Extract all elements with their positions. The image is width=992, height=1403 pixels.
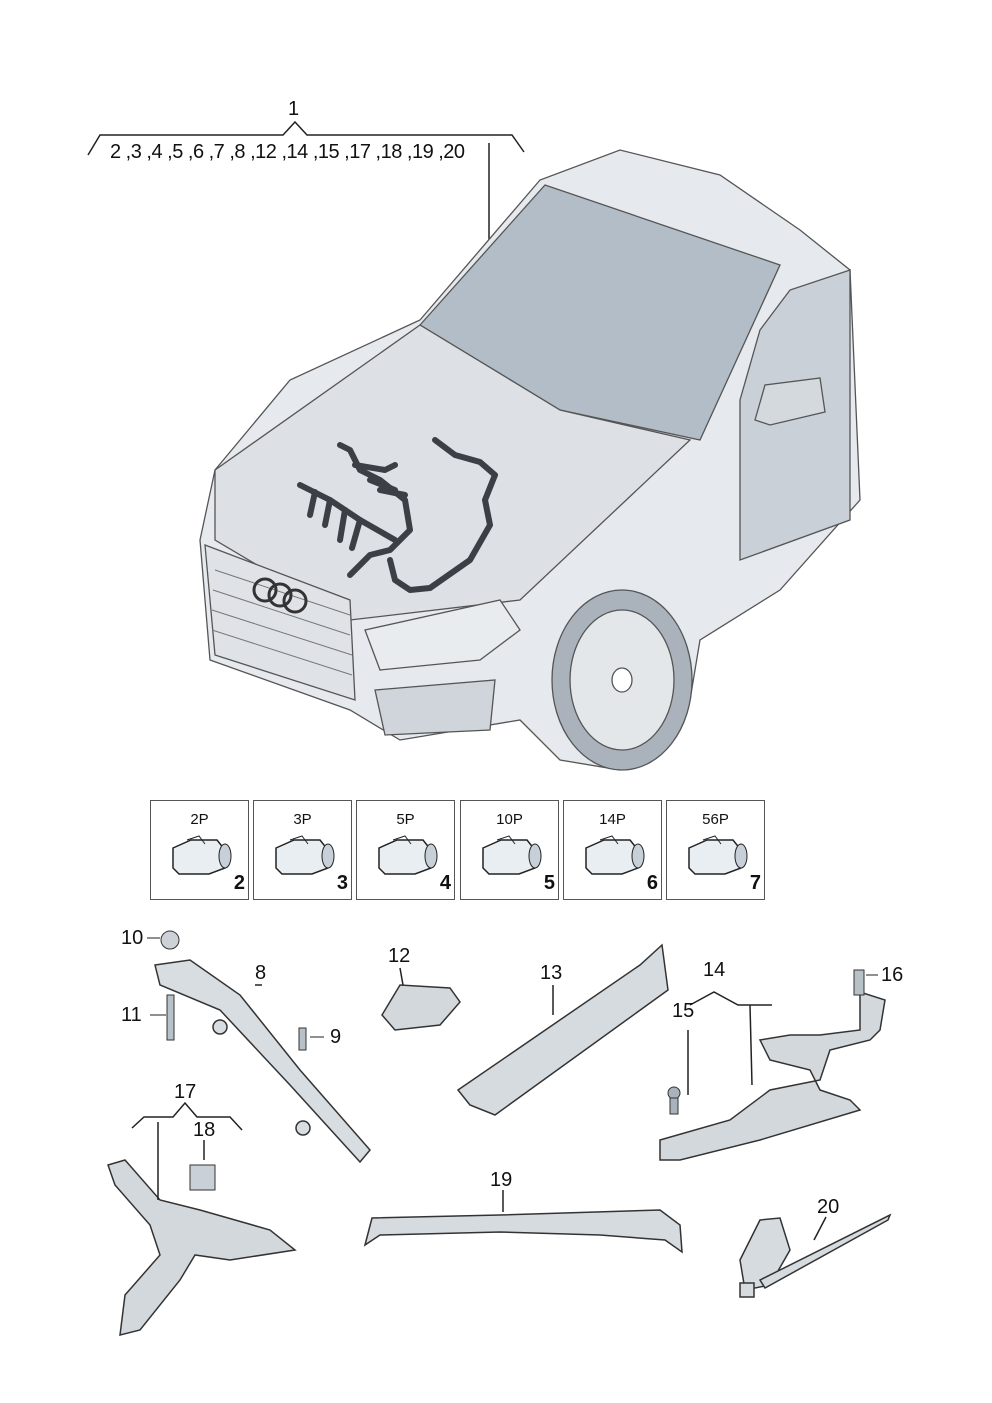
connector-pin-count: 56P [702, 811, 729, 828]
connector-housing-icon [688, 835, 748, 875]
part-18-clip [189, 1164, 216, 1191]
callout-11: 11 [121, 1004, 142, 1026]
part-15-ball-stud [667, 1086, 681, 1115]
callout-1: 1 [288, 98, 300, 120]
connector-number: 2 [233, 872, 245, 894]
connector-pin-count: 3P [293, 811, 312, 828]
callout-14: 14 [703, 959, 726, 981]
part-20-cable-tie [739, 1213, 892, 1298]
wiring-harness [297, 437, 498, 593]
callout-8: 8 [255, 962, 267, 984]
callout-13: 13 [540, 962, 563, 984]
part-17-cable-guide [107, 1101, 297, 1336]
callout-20: 20 [817, 1196, 840, 1218]
connector-pin-count: 10P [496, 811, 523, 828]
connector-pin-count: 14P [599, 811, 626, 828]
part-12-clip [381, 967, 461, 1031]
part-11-stud [150, 994, 175, 1041]
vehicle-illustration [199, 149, 861, 771]
callout-15: 15 [672, 1000, 695, 1022]
connector-housing-icon [482, 835, 542, 875]
part-8-harness-holder [154, 959, 371, 1164]
connector-number: 4 [439, 872, 451, 894]
connector-number: 6 [646, 872, 658, 894]
callout-16: 16 [881, 964, 904, 986]
connector-number: 5 [543, 872, 555, 894]
part-19-cable-duct [363, 1190, 683, 1254]
connector-pin-count: 2P [190, 811, 209, 828]
part-13-cable-channel [456, 943, 669, 1116]
connector-number: 7 [749, 872, 761, 894]
connector-number: 3 [336, 872, 348, 894]
part-16-screw [853, 969, 878, 996]
callout-10: 10 [121, 927, 144, 949]
callout-19: 19 [490, 1169, 513, 1191]
callout-1-sub-list: 2 ,3 ,4 ,5 ,6 ,7 ,8 ,12 ,14 ,15 ,17 ,18 … [110, 141, 465, 163]
part-10-nut [147, 930, 180, 950]
connector-box-14p[interactable]: 14P 6 [563, 800, 662, 900]
connector-box-3p[interactable]: 3P 3 [253, 800, 352, 900]
callout-12: 12 [388, 945, 411, 967]
connector-pin-count: 5P [396, 811, 415, 828]
callout-9: 9 [330, 1026, 342, 1048]
part-9-screw [298, 1027, 324, 1051]
connector-box-2p[interactable]: 2P 2 [150, 800, 249, 900]
connector-housing-icon [585, 835, 645, 875]
callout-17: 17 [174, 1081, 197, 1103]
connector-box-5p[interactable]: 5P 4 [356, 800, 455, 900]
callout-18: 18 [193, 1119, 216, 1141]
connector-box-56p[interactable]: 56P 7 [666, 800, 765, 900]
connector-housing-icon [172, 835, 232, 875]
connector-housing-icon [275, 835, 335, 875]
connector-housing-icon [378, 835, 438, 875]
connector-box-10p[interactable]: 10P 5 [460, 800, 559, 900]
part-14-bracket [659, 990, 886, 1161]
